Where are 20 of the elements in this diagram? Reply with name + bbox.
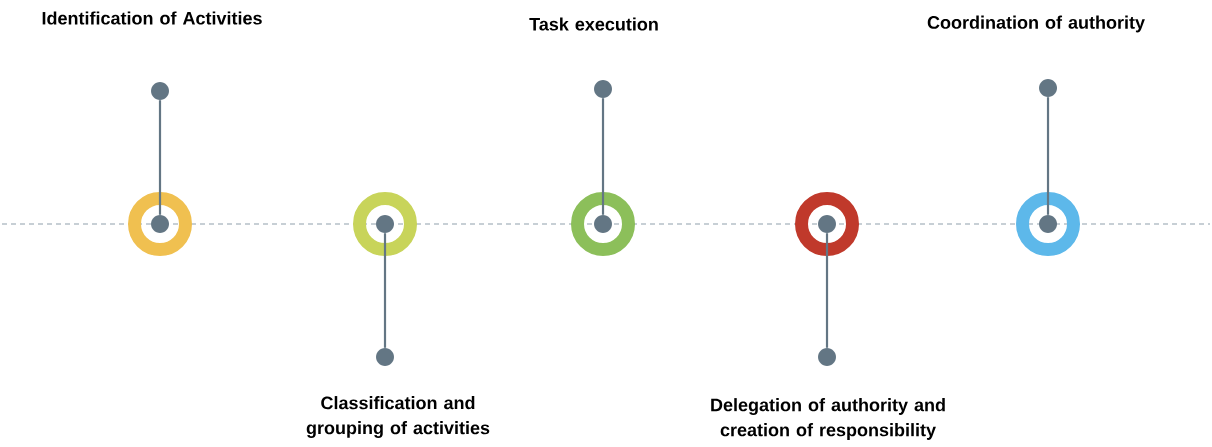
stem-line: [383, 233, 387, 348]
stem-line: [601, 98, 605, 215]
stem-line: [825, 233, 829, 348]
stem-line: [158, 100, 162, 215]
dot-marker: [818, 348, 836, 366]
milestone-label: Delegation of authority and creation of responsibility: [711, 398, 945, 440]
stem-line: [1046, 97, 1050, 215]
ring-marker: [128, 192, 192, 256]
dot-marker: [151, 82, 169, 100]
milestone-label: Identification of Activities: [42, 11, 262, 25]
ring-marker: [795, 192, 859, 256]
ring-marker: [1016, 192, 1080, 256]
ring-marker: [353, 192, 417, 256]
milestone-label: Classification and grouping of activities: [306, 396, 490, 438]
dot-marker: [376, 348, 394, 366]
dot-marker: [594, 80, 612, 98]
dot-marker: [1039, 79, 1057, 97]
milestone-label: Coordination of authority: [927, 15, 1145, 33]
milestone-label: Task execution: [529, 17, 658, 31]
ring-marker: [571, 192, 635, 256]
